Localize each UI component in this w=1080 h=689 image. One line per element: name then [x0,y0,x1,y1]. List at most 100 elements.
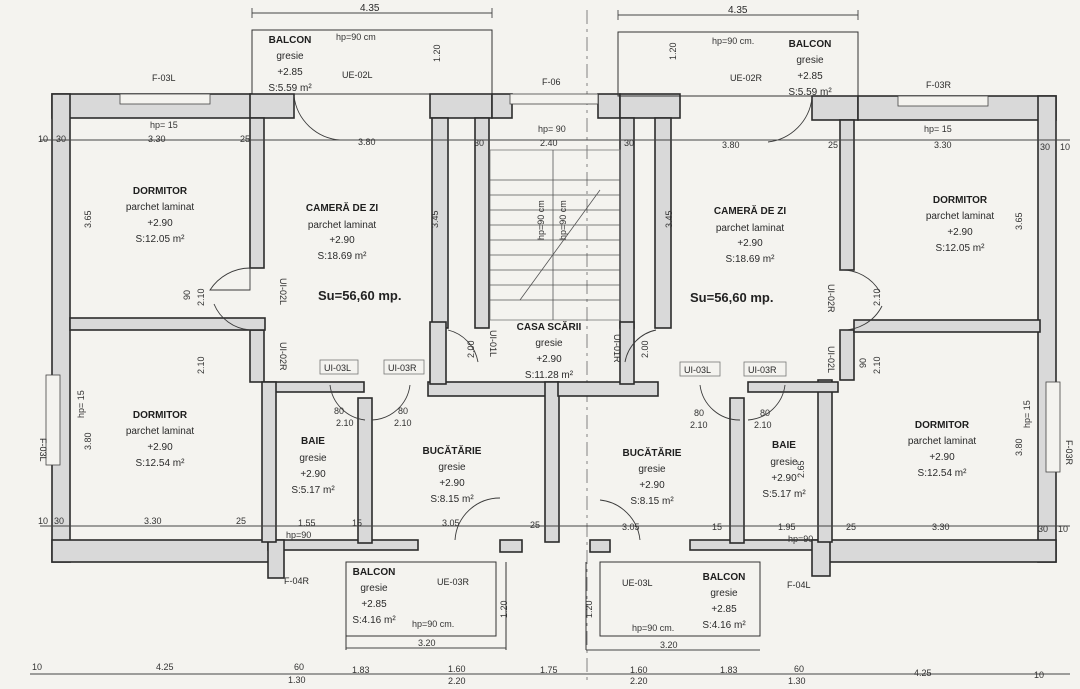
svg-text:80: 80 [334,406,344,416]
svg-text:3.80: 3.80 [83,432,93,450]
svg-text:15: 15 [712,522,722,532]
svg-text:4.25: 4.25 [914,668,932,678]
svg-text:30: 30 [624,138,634,148]
svg-text:30: 30 [54,516,64,526]
svg-text:hp=90 cm.: hp=90 cm. [712,36,754,46]
svg-text:10: 10 [1060,142,1070,152]
bottom-dimensions: 10 4.25 60 1.30 1.83 1.60 2.20 1.75 1.60… [30,662,1070,686]
svg-text:90: 90 [858,358,868,368]
svg-text:1.30: 1.30 [788,676,806,686]
svg-text:gresie: gresie [299,453,327,464]
svg-text:25: 25 [846,522,856,532]
code-ui03l-right: UI-03L [684,365,711,375]
svg-text:80: 80 [694,408,704,418]
svg-text:25: 25 [236,516,246,526]
svg-text:BALCON: BALCON [789,39,832,50]
svg-text:+2.90: +2.90 [947,227,973,238]
code-ui03r-left: UI-03R [388,363,417,373]
svg-text:1.20: 1.20 [584,600,594,618]
svg-text:1.20: 1.20 [499,600,509,618]
svg-text:parchet laminat: parchet laminat [716,223,785,234]
svg-text:parchet laminat: parchet laminat [926,211,995,222]
room-dormitor-bottom-left: DORMITOR parchet laminat +2.90 S:12.54 m… [126,410,195,469]
svg-text:60: 60 [794,664,804,674]
svg-text:10: 10 [38,134,48,144]
svg-text:+2.85: +2.85 [361,599,387,610]
svg-text:gresie: gresie [710,588,738,599]
svg-text:80: 80 [760,408,770,418]
svg-text:30: 30 [474,138,484,148]
svg-text:DORMITOR: DORMITOR [133,410,188,421]
svg-text:3.80: 3.80 [1014,438,1024,456]
svg-text:BAIE: BAIE [772,440,796,451]
room-camera-de-zi-right: CAMERĂ DE ZI parchet laminat +2.90 S:18.… [714,204,786,265]
svg-text:10: 10 [1034,670,1044,680]
svg-text:S:5.59 m²: S:5.59 m² [268,83,312,94]
svg-text:10: 10 [32,662,42,672]
svg-text:1.20: 1.20 [432,44,442,62]
code-ue03r: UE-03R [437,577,470,587]
svg-text:1.60: 1.60 [448,664,466,674]
svg-text:3.30: 3.30 [932,522,950,532]
svg-text:2.40: 2.40 [540,138,558,148]
svg-text:10: 10 [38,516,48,526]
svg-text:60: 60 [294,662,304,672]
svg-text:BALCON: BALCON [269,35,312,46]
code-f04r: F-04R [284,576,310,586]
svg-text:1.95: 1.95 [778,522,796,532]
svg-text:gresie: gresie [438,462,466,473]
svg-text:1.83: 1.83 [352,665,370,675]
apartment-area-right: Su=56,60 mp. [690,290,773,305]
svg-text:10: 10 [1058,524,1068,534]
svg-text:+2.90: +2.90 [771,473,797,484]
code-f03l: F-03L [152,73,176,83]
stairs: hp=90 cm hp=90 cm [489,149,621,321]
code-ui02l: UI-02L [278,278,288,305]
bottom-inner-dimensions: 10 30 3.30 25 1.55 15 3.05 25 3.05 15 1.… [38,516,1070,651]
svg-text:1.83: 1.83 [720,665,738,675]
svg-text:parchet laminat: parchet laminat [308,220,377,231]
svg-text:S:18.69 m²: S:18.69 m² [726,254,776,265]
svg-text:S:5.17 m²: S:5.17 m² [291,485,335,496]
outer-walls [51,93,1057,579]
svg-text:CASA SCĂRII: CASA SCĂRII [517,320,582,333]
code-ui01l: UI-01L [488,330,498,357]
svg-text:S:12.05 m²: S:12.05 m² [936,243,986,254]
svg-text:3.20: 3.20 [660,640,678,650]
svg-text:+2.85: +2.85 [797,71,823,82]
svg-text:3.65: 3.65 [83,210,93,228]
svg-text:2.00: 2.00 [466,340,476,358]
svg-text:+2.90: +2.90 [639,480,665,491]
svg-text:3.05: 3.05 [442,518,460,528]
windows [45,93,1061,473]
room-bucatarie-right: BUCĂTĂRIE gresie +2.90 S:8.15 m² [623,446,682,507]
room-dormitor-top-right: DORMITOR parchet laminat +2.90 S:12.05 m… [926,195,995,254]
code-ue02r: UE-02R [730,73,763,83]
svg-text:S:11.28 m²: S:11.28 m² [525,370,574,381]
svg-text:1.60: 1.60 [630,665,648,675]
svg-text:2.10: 2.10 [872,288,882,306]
svg-text:CAMERĂ DE ZI: CAMERĂ DE ZI [714,204,786,217]
room-camera-de-zi-left: CAMERĂ DE ZI parchet laminat +2.90 S:18.… [306,201,378,262]
svg-text:S:4.16 m²: S:4.16 m² [702,620,746,631]
interior-walls [69,117,1041,544]
code-ue02l: UE-02L [342,70,373,80]
svg-text:gresie: gresie [276,51,304,62]
room-balcon-top-right: BALCON gresie +2.85 S:5.59 m² [788,39,832,98]
code-f03l-side: F-03L [38,438,48,462]
room-bucatarie-left: BUCĂTĂRIE gresie +2.90 S:8.15 m² [423,444,482,505]
svg-text:3.65: 3.65 [1014,212,1024,230]
svg-text:S:12.05 m²: S:12.05 m² [136,234,186,245]
dim-top-left: 4.35 [360,3,380,14]
code-ui03r-right: UI-03R [748,365,777,375]
svg-text:hp= 15: hp= 15 [76,390,86,418]
svg-text:BAIE: BAIE [301,436,325,447]
room-baie-left: BAIE gresie +2.90 S:5.17 m² [291,436,335,496]
svg-text:hp=90 cm: hp=90 cm [558,200,568,240]
doors [209,95,883,541]
svg-text:3.20: 3.20 [418,638,436,648]
top-dimensions: 4.35 4.35 [251,3,859,20]
svg-text:25: 25 [828,140,838,150]
svg-text:hp= 15: hp= 15 [1022,400,1032,428]
svg-text:2.20: 2.20 [630,676,648,686]
